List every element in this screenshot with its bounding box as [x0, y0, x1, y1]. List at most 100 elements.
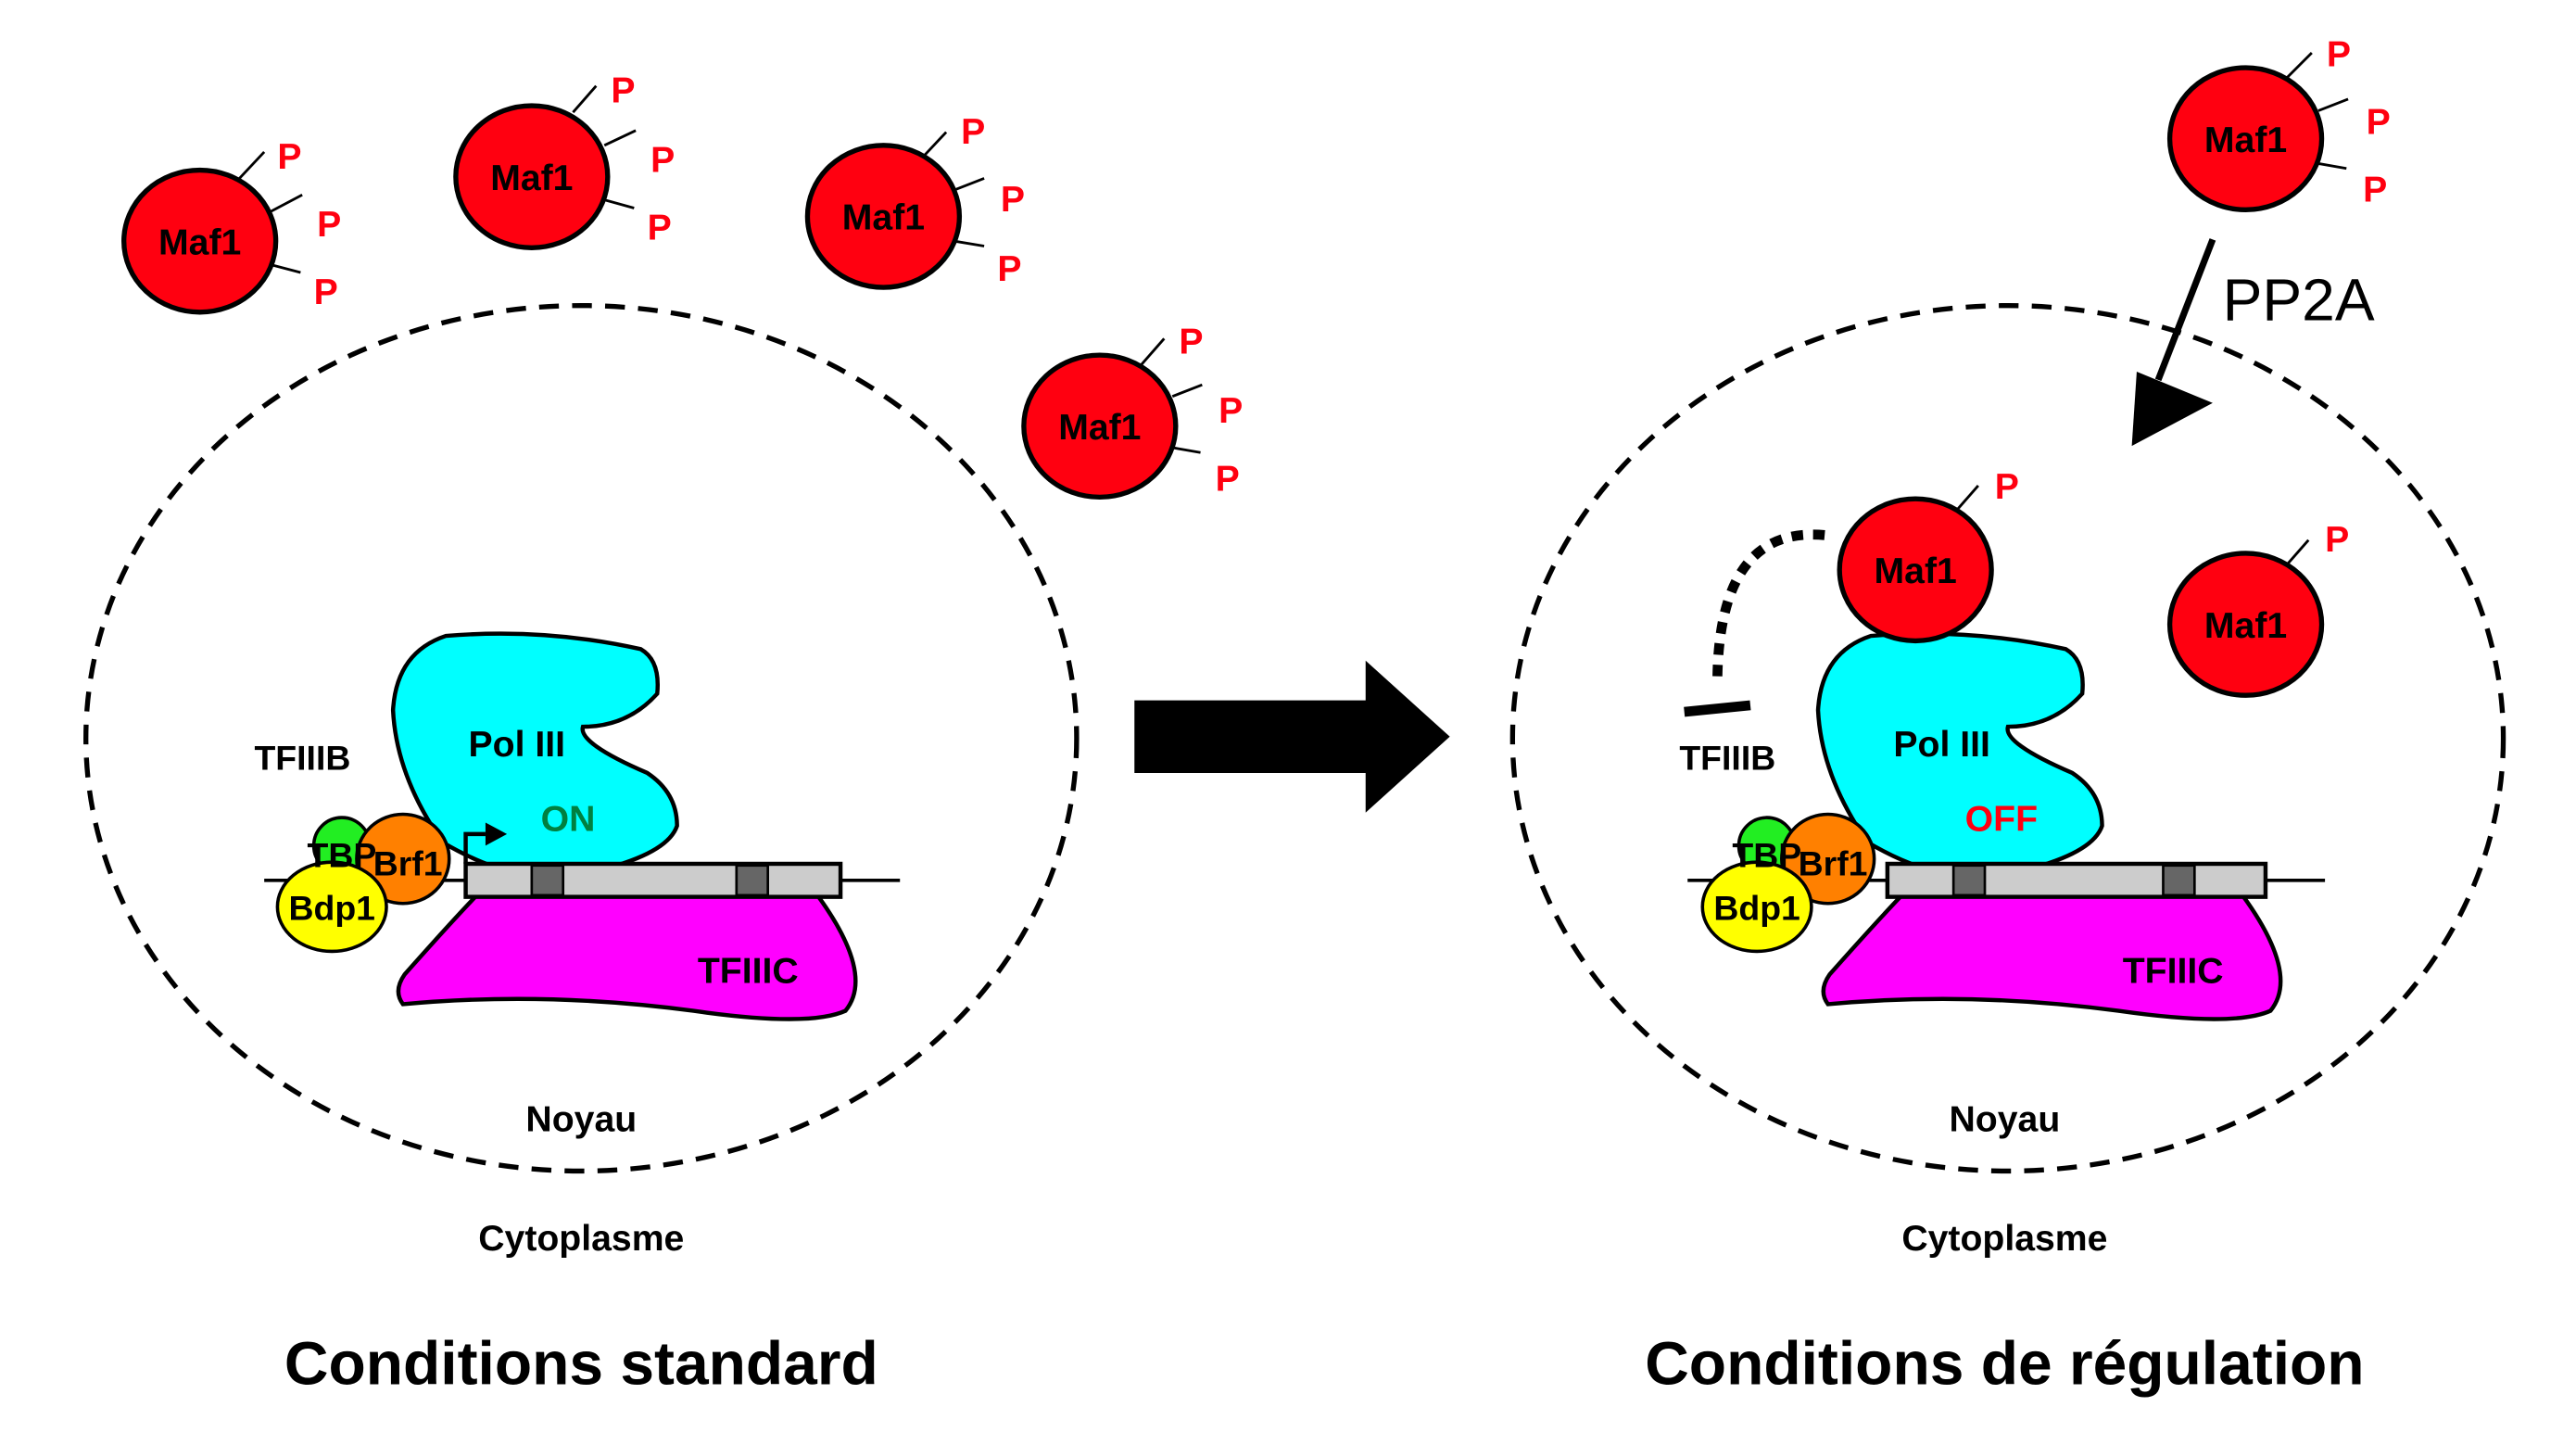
pp2a-label: PP2A [2223, 267, 2375, 334]
phospho-label: P [1995, 467, 2019, 507]
right-nucleus-boundary [1509, 302, 2507, 1174]
right-maf1-bound: Maf1 P [1837, 467, 2019, 644]
phospho-label: P [314, 272, 338, 312]
brf1-label: Brf1 [1799, 843, 1868, 882]
maf1-label: Maf1 [2204, 120, 2287, 160]
pol3-label: Pol III [1893, 725, 1990, 765]
inhibition-bar-icon [1684, 700, 1751, 717]
phospho-label: P [650, 140, 675, 180]
tfiiib-label: TFIIIB [1679, 738, 1775, 777]
bdp1-protein [1700, 860, 1813, 954]
left-maf1-4: Maf1 P P P [1021, 322, 1243, 501]
box-b-element [735, 864, 770, 897]
transition-arrow-icon [1134, 660, 1450, 813]
phospho-bond [2284, 539, 2310, 568]
right-noyau-label: Noyau [1950, 1100, 2061, 1140]
left-maf1-1: Maf1 P P P [121, 137, 341, 315]
pol3-shape [390, 631, 679, 869]
maf1-label: Maf1 [2204, 606, 2287, 646]
pol3-label: Pol III [469, 725, 566, 765]
phospho-bond [1140, 337, 1166, 366]
right-maf1-cytoplasm: Maf1 P P P [2166, 34, 2391, 212]
inhibition-dotted-line [1711, 529, 1825, 686]
tfiiib-label: TFIIIB [254, 738, 350, 777]
phospho-label: P [961, 112, 985, 152]
phospho-bond [238, 150, 266, 180]
right-maf1-free: Maf1 P [2166, 520, 2349, 698]
gene-box [463, 861, 843, 899]
maf1-protein [1837, 496, 1994, 644]
maf1-protein [804, 143, 963, 290]
left-noyau-label: Noyau [525, 1100, 637, 1140]
left-panel-title: Conditions standard [284, 1328, 878, 1397]
tss-arrow-icon [485, 822, 508, 846]
phospho-bond [953, 177, 985, 192]
maf1-protein [121, 167, 279, 315]
bdp1-protein [275, 860, 388, 954]
phospho-label: P [1179, 322, 1203, 361]
left-transcription-complex: TBP Brf1 Bdp1 TFIIIB Pol III ON TFIIIC [254, 631, 901, 1021]
state-off-label: OFF [1965, 799, 2038, 839]
phospho-label: P [317, 205, 341, 245]
pp2a-arrow-shaft [2154, 238, 2216, 382]
left-nucleus-boundary [83, 302, 1080, 1174]
phospho-bond [953, 239, 985, 247]
phospho-label: P [2327, 34, 2351, 74]
phospho-label: P [648, 208, 672, 247]
box-b-element [2162, 864, 2196, 897]
phospho-bond [2317, 97, 2349, 112]
left-maf1-2: Maf1 P P P [453, 70, 675, 250]
maf1-protein [2166, 65, 2325, 212]
tbp-label: TBP [1732, 836, 1801, 875]
maf1-protein [453, 103, 611, 250]
state-on-label: ON [541, 799, 596, 839]
tfiiic-label: TFIIIC [2123, 951, 2224, 991]
phospho-label: P [611, 70, 635, 110]
phospho-bond [269, 262, 301, 274]
left-maf1-3: Maf1 P P P [804, 112, 1025, 290]
phospho-label: P [1219, 391, 1243, 431]
right-cytoplasme-label: Cytoplasme [1901, 1219, 2107, 1259]
maf1-label: Maf1 [1875, 551, 1957, 591]
pol3-shape [1815, 631, 2104, 869]
box-a-element [530, 864, 565, 897]
maf1-label: Maf1 [1058, 408, 1141, 448]
pp2a-arrowhead-icon [2131, 371, 2213, 447]
maf1-protein [2166, 551, 2325, 698]
phospho-label: P [2363, 170, 2387, 209]
right-panel-title: Conditions de régulation [1645, 1328, 2364, 1397]
maf1-protein [1021, 352, 1179, 501]
maf1-label: Maf1 [158, 222, 241, 262]
maf1-label: Maf1 [842, 198, 925, 238]
phospho-bond [572, 84, 598, 114]
box-a-element [1951, 864, 1987, 897]
bdp1-label: Bdp1 [288, 889, 375, 928]
tss-arrow-stem [463, 831, 486, 864]
phospho-bond [2317, 162, 2347, 171]
tfiiic-label: TFIIIC [698, 951, 799, 991]
phospho-label: P [1001, 180, 1025, 220]
phospho-label: P [2367, 102, 2391, 142]
phospho-bond [1171, 383, 1203, 399]
phospho-bond [1953, 484, 1979, 513]
right-transcription-complex: TBP Brf1 Bdp1 TFIIIB Pol III OFF TFIIIC … [1679, 467, 2326, 1021]
phospho-label: P [1216, 459, 1240, 499]
gene-box [1885, 861, 2268, 899]
phospho-bond [920, 131, 948, 160]
brf1-protein [1780, 812, 1876, 906]
bdp1-label: Bdp1 [1713, 889, 1800, 928]
tbp-label: TBP [307, 836, 376, 875]
phospho-label: P [277, 137, 301, 177]
brf1-label: Brf1 [373, 843, 443, 882]
phospho-bond [603, 129, 637, 147]
phospho-bond [1172, 446, 1201, 454]
maf1-label: Maf1 [490, 158, 573, 198]
phospho-bond [2286, 52, 2313, 79]
phospho-label: P [997, 249, 1021, 289]
phospho-bond [270, 194, 303, 213]
left-cytoplasme-label: Cytoplasme [478, 1219, 684, 1259]
phospho-bond [603, 198, 635, 209]
brf1-protein [355, 812, 451, 906]
phospho-label: P [2325, 520, 2349, 560]
